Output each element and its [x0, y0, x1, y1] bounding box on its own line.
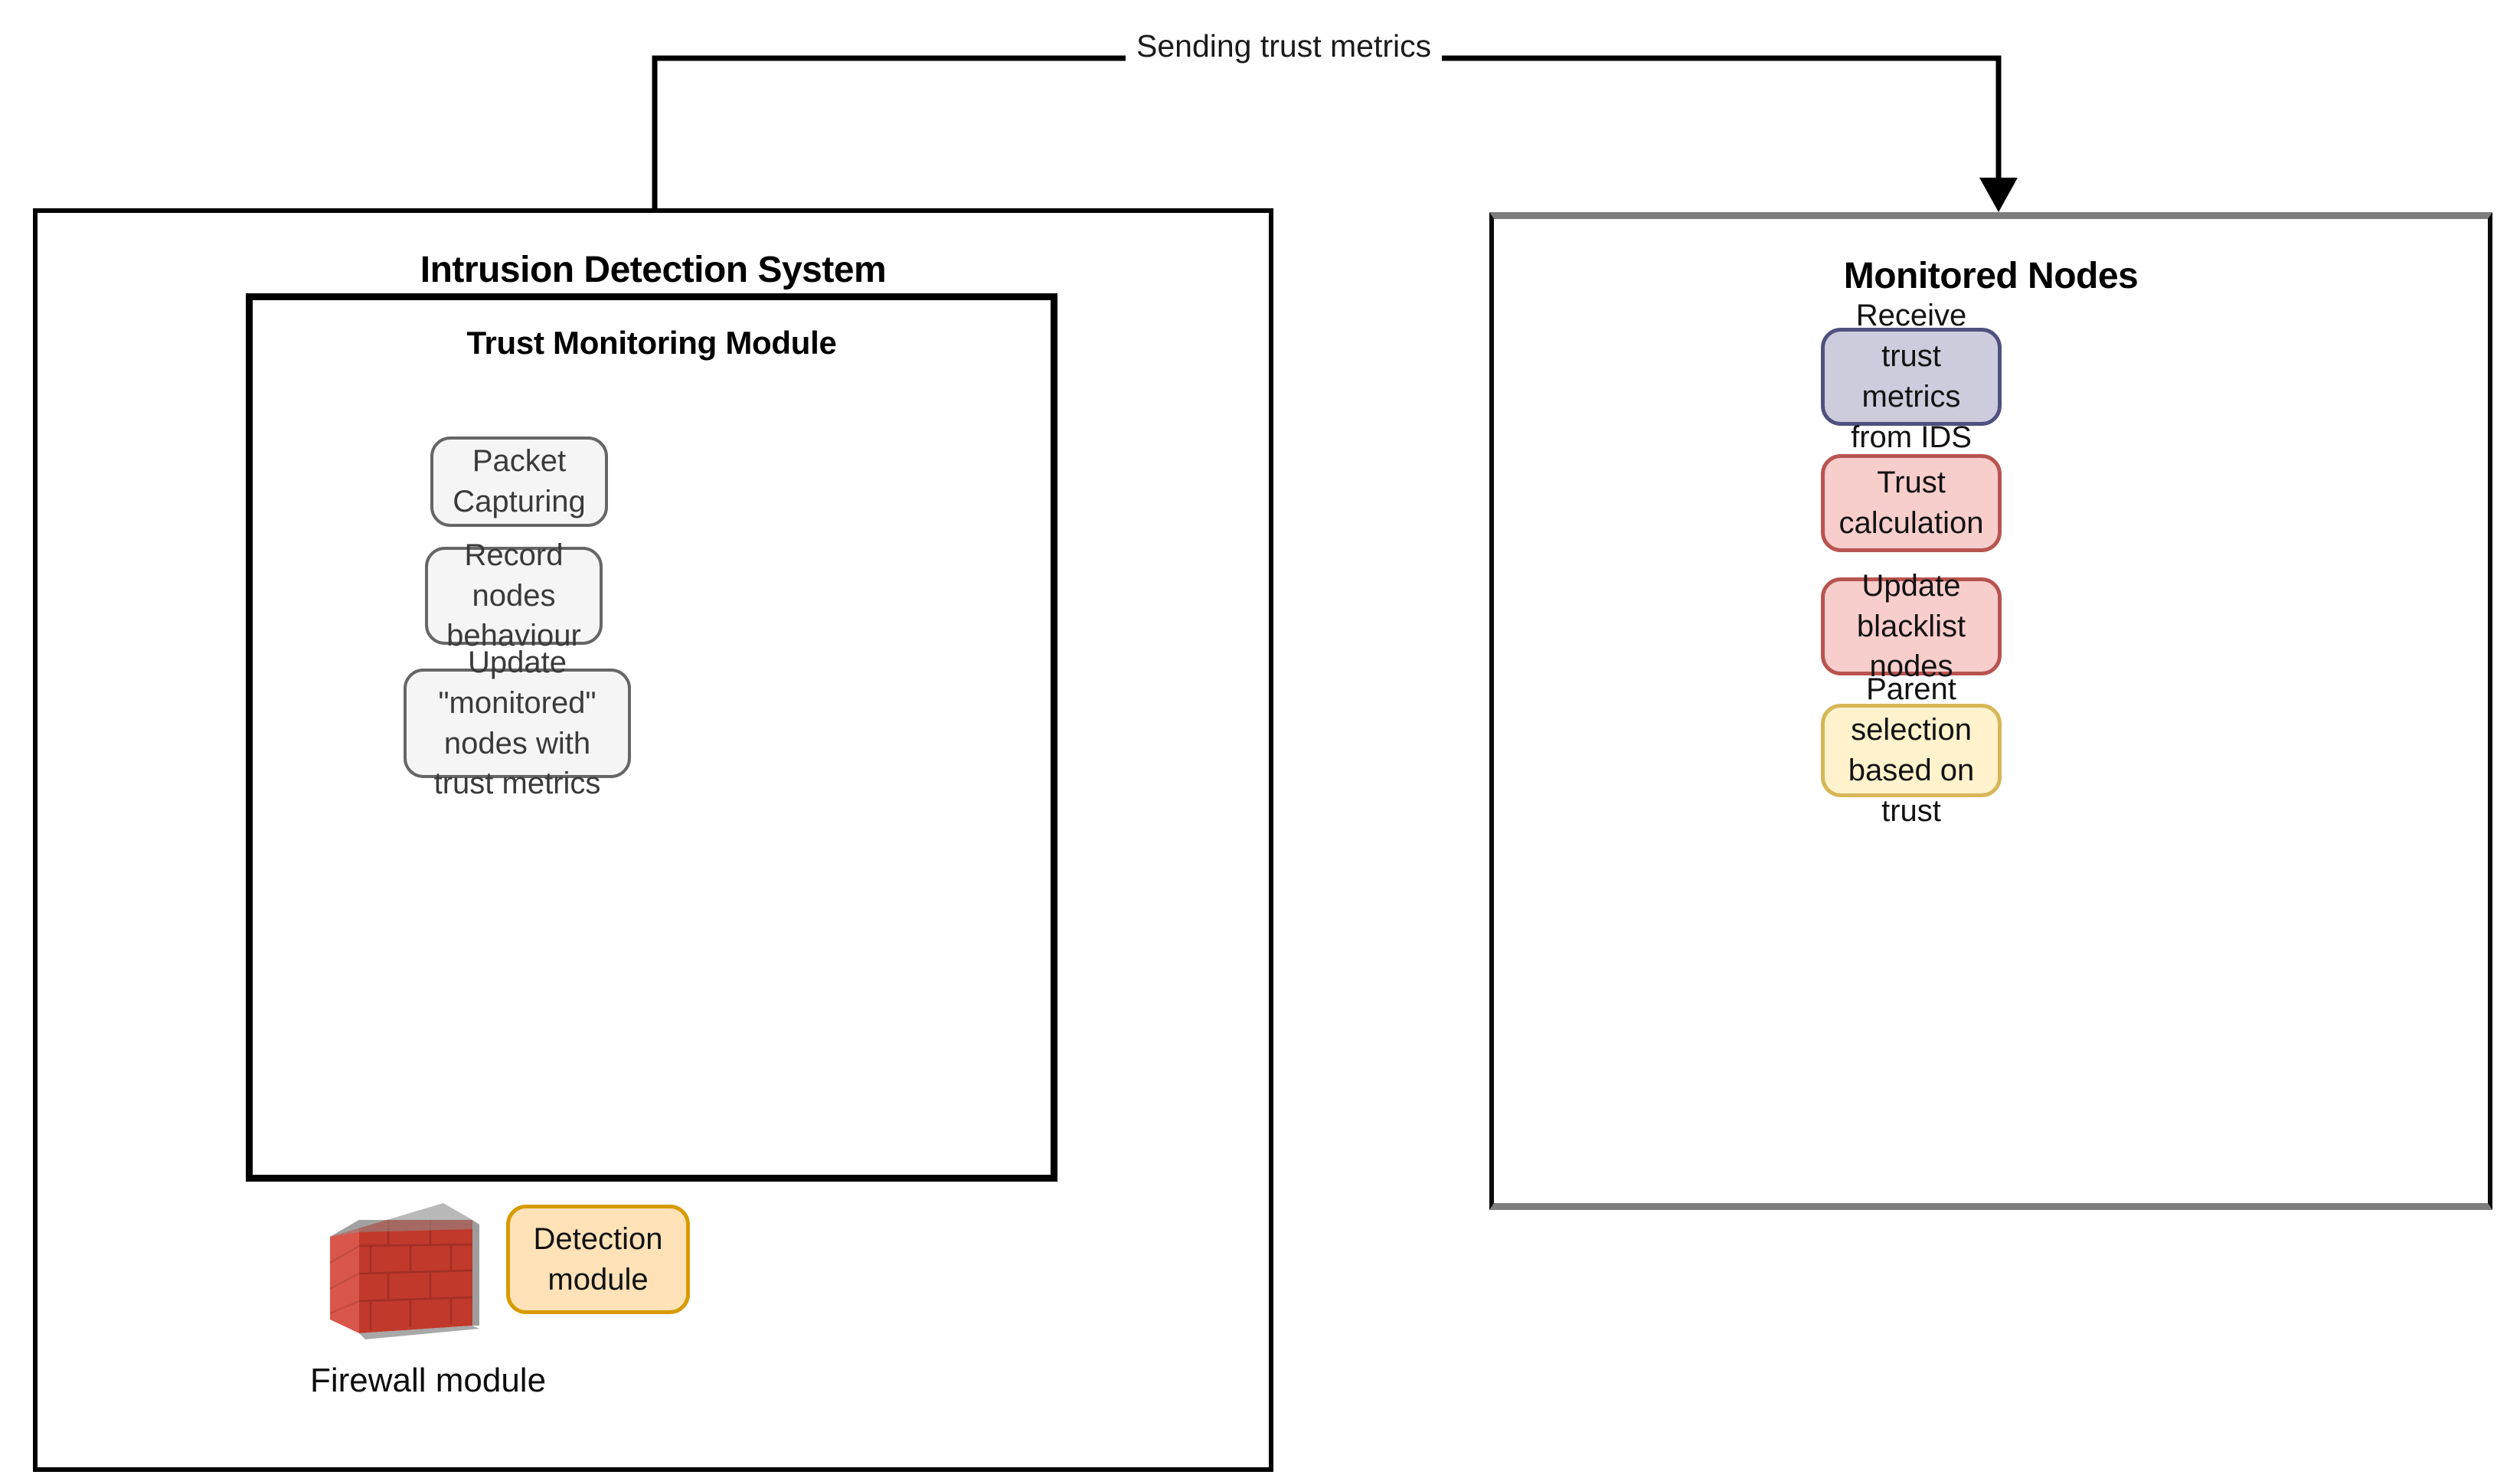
step-parent-selection[interactable]: Parent selection based on trust	[1821, 672, 2002, 828]
firewall-module-label: Firewall module	[309, 1362, 547, 1399]
step-record-nodes-behaviour[interactable]: Record nodes behaviour	[425, 538, 603, 652]
step-update-monitored-nodes[interactable]: Update "monitored" nodes with trust metr…	[404, 646, 631, 800]
trust-monitoring-module-title: Trust Monitoring Module	[466, 325, 837, 361]
step-trust-calculation[interactable]: Trust calculation	[1821, 454, 2002, 552]
connector-label: Sending trust metrics	[1126, 28, 1443, 64]
trust-monitoring-module-panel: Trust Monitoring Module Packet Capturing…	[246, 293, 1057, 1182]
step-packet-capturing[interactable]: Packet Capturing	[430, 437, 608, 527]
detection-module-box[interactable]: Detection module	[506, 1205, 690, 1314]
monitored-nodes-panel: Monitored Nodes Receive trust metrics fr…	[1489, 212, 2492, 1210]
monitored-nodes-panel-title: Monitored Nodes	[1843, 256, 2139, 296]
ids-panel-title: Intrusion Detection System	[420, 250, 887, 290]
intrusion-detection-system-panel: Intrusion Detection System Trust Monitor…	[33, 208, 1273, 1472]
step-update-blacklist-nodes[interactable]: Update blacklist nodes	[1821, 569, 2002, 683]
firewall-module: Firewall module	[267, 1197, 589, 1457]
step-receive-trust-metrics[interactable]: Receive trust metrics from IDS	[1821, 299, 2002, 454]
brick-wall-icon	[329, 1203, 479, 1339]
